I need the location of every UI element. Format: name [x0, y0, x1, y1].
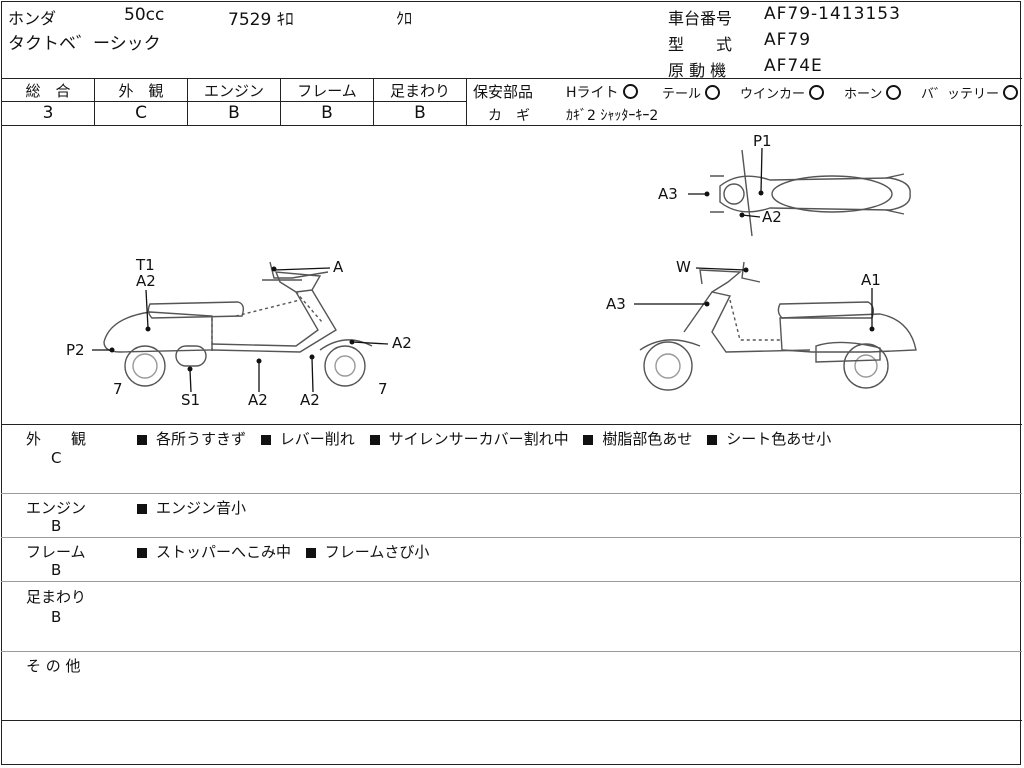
frame-no: AF79-1413153 [764, 4, 901, 24]
divider [466, 78, 467, 125]
label-tire-rear: 7 [113, 380, 123, 398]
divider [1, 493, 1022, 494]
grade-header-total: 総 合 [25, 82, 71, 100]
annotation-dots [109, 190, 875, 372]
label-a2-under: A2 [300, 391, 320, 409]
safety-item-horn: ホーン [844, 83, 902, 102]
remark-item: レバー削れ [260, 430, 355, 448]
remark-item: ストッパーへこみ中 [137, 543, 291, 561]
square-bullet-icon [707, 435, 718, 445]
label-a2-floor: A2 [248, 391, 268, 409]
grade-header-engine: エンジン [203, 82, 264, 100]
label-a2-seat: A2 [136, 272, 156, 290]
remark-label-frame: フレーム [26, 543, 86, 561]
grade-header-frame: フレーム [297, 82, 357, 100]
grade-engine: B [228, 103, 240, 123]
mileage: 7529 ｷﾛ [228, 10, 294, 30]
label-a2-front: A2 [392, 334, 412, 352]
divider [1, 101, 467, 102]
grade-header-suspension: 足まわり [389, 82, 450, 100]
displacement: 50cc [124, 5, 165, 25]
label-a-handle: A [333, 258, 344, 276]
remark-item: エンジン音小 [137, 499, 246, 517]
label-p1: P1 [753, 132, 772, 150]
remark-label-engine: エンジン [26, 499, 87, 517]
safety-item-tail: テール [662, 83, 721, 102]
label-a1: A1 [861, 271, 881, 289]
ok-circle-icon [809, 85, 825, 100]
divider [1, 581, 1022, 582]
scooter-side-right-drawing [639, 261, 917, 391]
remark-grade-exterior: C [51, 449, 62, 467]
remark-item: シート色あせ小 [707, 430, 831, 448]
remark-label-exterior: 外 観 [26, 430, 87, 448]
divider [1, 424, 1022, 425]
remark-grade-suspension: B [51, 608, 62, 626]
square-bullet-icon [305, 548, 316, 558]
frame-no-label: 車台番号 [668, 9, 733, 28]
remark-list-frame: ストッパーへこみ中 フレームさび小 [137, 541, 439, 562]
divider [280, 78, 281, 125]
ok-circle-icon [886, 85, 902, 100]
divider [1, 78, 1022, 79]
remark-grade-frame: B [51, 561, 62, 579]
square-bullet-icon [137, 548, 147, 558]
damage-diagram: T1 A2 A P2 A2 7 S1 A2 A2 7 P1 A3 A2 W A1… [66, 132, 917, 409]
square-bullet-icon [137, 504, 147, 514]
label-a3-right: A3 [606, 295, 626, 313]
divider [1, 125, 1022, 126]
square-bullet-icon [583, 435, 594, 445]
label-t1: T1 [135, 256, 155, 274]
annotation-leaders [92, 147, 873, 393]
label-a3-top: A3 [658, 185, 678, 203]
divider [1, 537, 1022, 538]
color: ｸﾛ [396, 9, 413, 28]
type-label: 型 式 [668, 35, 733, 54]
divider [187, 78, 188, 125]
grade-frame: B [321, 103, 333, 123]
scooter-side-left-drawing [103, 261, 373, 387]
ok-circle-icon [622, 84, 638, 99]
safety-item-headlight: Hライト [566, 82, 638, 102]
model-name: タクトベ゛ーシック [8, 34, 161, 54]
label-a2-top: A2 [762, 208, 782, 226]
square-bullet-icon [369, 435, 380, 445]
ok-circle-icon [705, 85, 721, 100]
remark-grade-engine: B [51, 517, 62, 535]
remark-label-other: そ の 他 [26, 657, 81, 675]
remark-item: フレームさび小 [305, 543, 429, 561]
type-value: AF79 [764, 30, 812, 50]
remark-item: サイレンサーカバー割れ中 [369, 430, 569, 448]
square-bullet-icon [137, 435, 147, 445]
key-info: ｶｷﾞ2 ｼｬｯﾀｰｷｰ2 [566, 108, 659, 124]
maker: ホンダ [8, 9, 57, 28]
engine-value: AF74E [764, 56, 823, 76]
key-label: カ ギ [488, 108, 530, 124]
divider [94, 78, 95, 125]
label-s1: S1 [181, 391, 200, 409]
remark-item: 樹脂部色あせ [583, 430, 692, 448]
divider [373, 78, 374, 125]
label-w: W [676, 258, 691, 276]
grade-header-exterior: 外 観 [118, 82, 164, 100]
remark-list-exterior: 各所うすきず レバー削れ サイレンサーカバー割れ中 樹脂部色あせ シート色あせ小 [137, 428, 841, 449]
remark-list-engine: エンジン音小 [137, 497, 256, 518]
scooter-top-drawing [710, 149, 911, 237]
ok-circle-icon [1003, 85, 1019, 100]
divider [1, 651, 1022, 652]
safety-item-winker: ウインカー [740, 83, 825, 102]
safety-item-battery: バ゛ッテリー [921, 83, 1019, 102]
label-tire-front: 7 [378, 380, 388, 398]
square-bullet-icon [260, 435, 271, 445]
grade-exterior: C [135, 103, 147, 123]
label-p2: P2 [66, 341, 85, 359]
remark-label-suspension: 足まわり [26, 588, 87, 606]
remark-item: 各所うすきず [137, 430, 246, 448]
divider [1, 720, 1022, 721]
grade-suspension: B [414, 103, 426, 123]
engine-label: 原 動 機 [668, 61, 727, 80]
safety-label: 保安部品 [473, 83, 534, 101]
grade-total: 3 [42, 103, 54, 123]
